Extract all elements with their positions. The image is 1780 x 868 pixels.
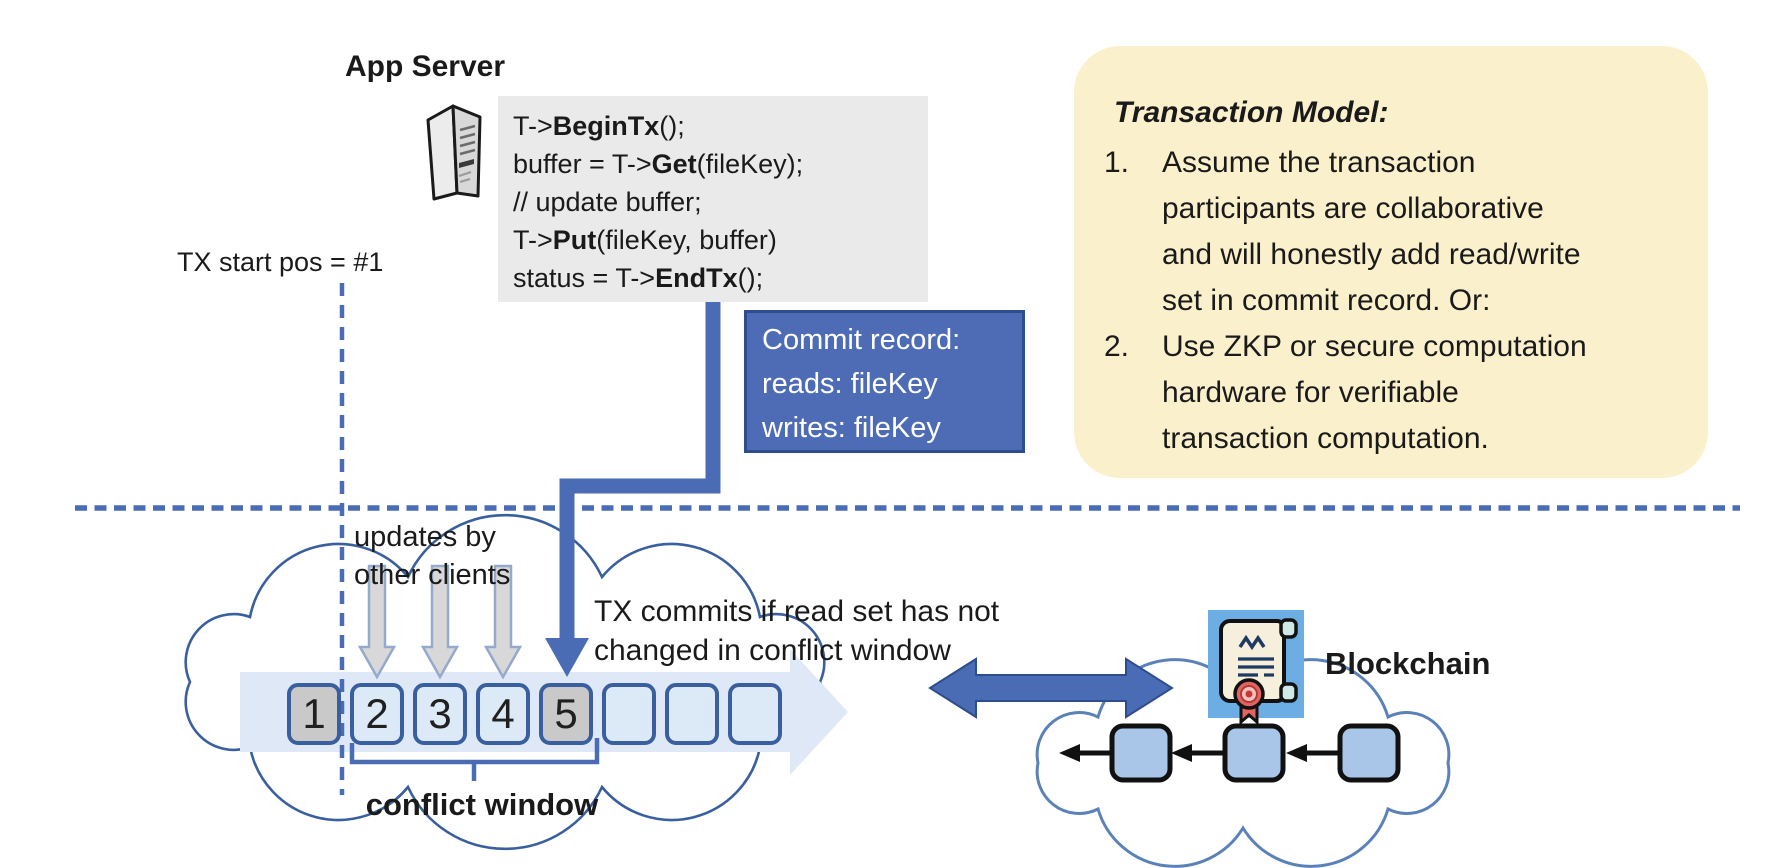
sync-double-arrow xyxy=(928,657,1174,719)
chain-blocks xyxy=(1109,723,1401,783)
note-list: 1. Assume the transaction participants a… xyxy=(1104,140,1684,462)
commit-record-writes: writes: fileKey xyxy=(762,412,941,444)
commit-flow-arrow xyxy=(545,298,721,677)
commit-record-reads: reads: fileKey xyxy=(762,368,938,400)
timeline-block-3: 3 xyxy=(413,683,467,745)
code-line: status = T->EndTx(); xyxy=(513,263,764,293)
conflict-window-label: conflict window xyxy=(365,787,599,822)
update-arrow-icon xyxy=(420,564,460,680)
note-title: Transaction Model: xyxy=(1114,96,1389,129)
update-arrows xyxy=(357,564,523,680)
conflict-window-bracket xyxy=(349,738,600,781)
timeline-block-6 xyxy=(602,683,656,745)
transaction-model-note: Transaction Model: 1. Assume the transac… xyxy=(1074,46,1708,478)
commit-record-title: Commit record: xyxy=(762,324,961,356)
code-line: // update buffer; xyxy=(513,187,702,217)
timeline-block-4: 4 xyxy=(476,683,530,745)
chain-block xyxy=(1337,723,1401,783)
note-item-number: 1. xyxy=(1104,146,1130,179)
update-arrow-icon xyxy=(357,564,397,680)
chain-block xyxy=(1109,723,1173,783)
timeline-block-8 xyxy=(728,683,782,745)
app-server-title: App Server xyxy=(344,50,506,83)
note-item-number: 2. xyxy=(1104,330,1130,363)
timeline-block-2: 2 xyxy=(350,683,404,745)
commit-record-box: Commit record: reads: fileKey writes: fi… xyxy=(744,310,1025,453)
code-line: T->BeginTx(); xyxy=(513,111,685,141)
timeline-block-7 xyxy=(665,683,719,745)
updates-by-other-clients-label: updates by other clients xyxy=(354,521,511,591)
timeline-block-5: 5 xyxy=(539,683,593,745)
transaction-code-box: T->BeginTx(); buffer = T->Get(fileKey); … xyxy=(498,96,928,302)
blockchain-label: Blockchain xyxy=(1325,646,1491,681)
code-line: buffer = T->Get(fileKey); xyxy=(513,149,804,179)
chain-block xyxy=(1222,723,1286,783)
update-arrow-icon xyxy=(483,564,523,680)
note-item: 2. Use ZKP or secure computation hardwar… xyxy=(1104,324,1684,462)
timeline-block-1: 1 xyxy=(287,683,341,745)
server-icon xyxy=(426,104,482,201)
tx-start-pos-label: TX start pos = #1 xyxy=(177,247,384,277)
note-item-text: Use ZKP or secure computation hardware f… xyxy=(1162,330,1587,455)
code-line: T->Put(fileKey, buffer) xyxy=(513,225,777,255)
smart-contract-icon xyxy=(1208,610,1304,726)
chain-links xyxy=(1059,744,1340,762)
tx-commits-label: TX commits if read set has not changed i… xyxy=(594,595,1000,667)
note-item-text: Assume the transaction participants are … xyxy=(1162,146,1581,317)
note-item: 1. Assume the transaction participants a… xyxy=(1104,140,1684,324)
